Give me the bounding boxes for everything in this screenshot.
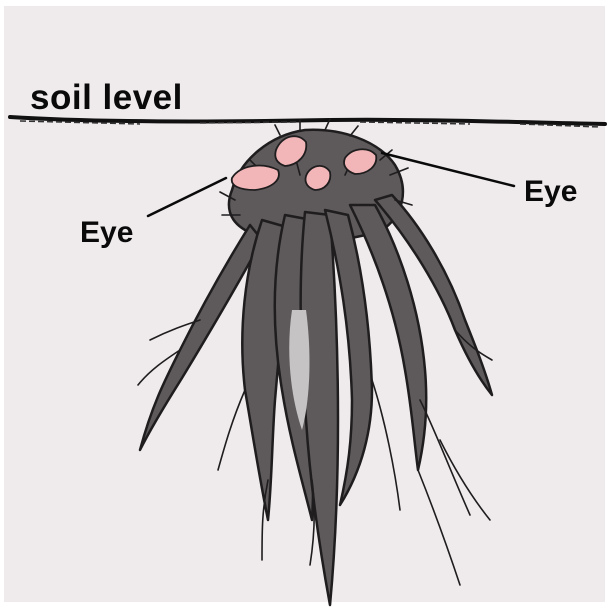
tuberous-root-cluster (140, 130, 492, 605)
eye-left-leader-line (148, 178, 226, 216)
eye-left-label: Eye (80, 218, 133, 248)
eye-bud-center (305, 166, 330, 190)
soil-level-label: soil level (30, 80, 183, 115)
soil-level-line (10, 117, 605, 124)
eye-right-label: Eye (524, 177, 577, 207)
